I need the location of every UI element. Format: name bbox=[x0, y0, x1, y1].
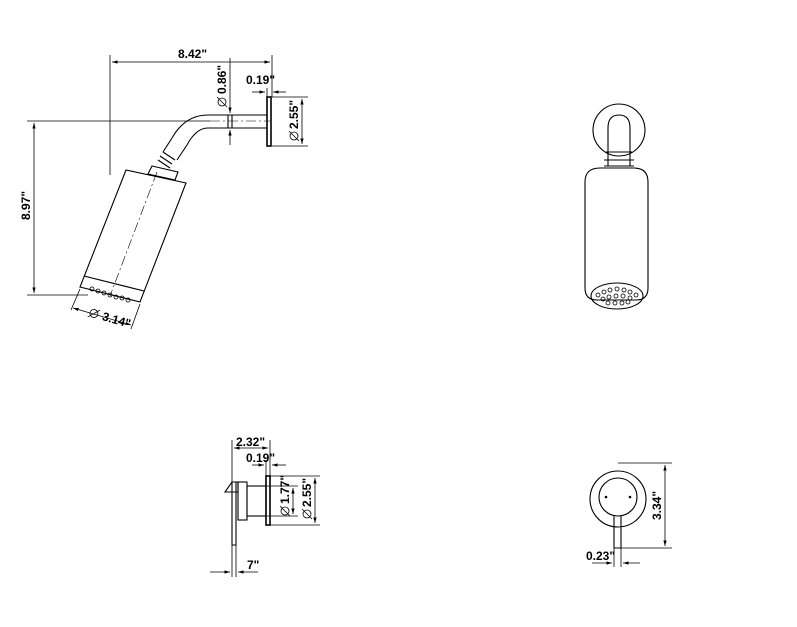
valve-plate-thickness-label: 0.19" bbox=[246, 451, 275, 465]
valve-wall-plate bbox=[265, 475, 271, 526]
front-arm bbox=[607, 114, 631, 166]
flange-thickness-label: 0.19" bbox=[246, 73, 275, 87]
front-spray-face bbox=[590, 282, 644, 310]
head-diameter-label: 3.14" bbox=[101, 309, 133, 330]
valve-side-view: 2.32" 0.19" 1.77" 2.55" bbox=[210, 435, 320, 577]
diameter-icon bbox=[301, 508, 313, 520]
valve-handle-width-label: 0.23" bbox=[586, 549, 615, 563]
valve-body bbox=[246, 485, 267, 517]
front-head-body bbox=[584, 167, 649, 301]
shower-head-body bbox=[79, 169, 187, 303]
head-collar bbox=[147, 165, 179, 181]
shower-front-view bbox=[584, 103, 649, 310]
shower-side-view: 8.42" 0.86" 0.19" 2.55" bbox=[19, 47, 308, 331]
diameter-icon bbox=[87, 309, 101, 318]
diameter-icon bbox=[216, 96, 228, 108]
arm-nut bbox=[157, 151, 176, 169]
valve-height-label: 3.34" bbox=[650, 491, 664, 520]
diameter-icon bbox=[288, 130, 300, 142]
valve-front-plate bbox=[589, 470, 647, 528]
valve-front-trim bbox=[598, 477, 638, 517]
arm-length-label: 8.42" bbox=[178, 47, 207, 61]
valve-front-view: 3.34" 0.23" bbox=[586, 462, 672, 567]
flange-diameter-label: 2.55" bbox=[287, 100, 301, 129]
diameter-icon bbox=[279, 505, 291, 517]
spray-nozzles bbox=[89, 286, 131, 303]
valve-handle-offset-label: 7" bbox=[247, 558, 259, 572]
front-spray-nozzles bbox=[595, 286, 639, 306]
valve-plate-diameter-label: 2.55" bbox=[300, 478, 314, 507]
overall-height-label: 8.97" bbox=[19, 191, 33, 220]
valve-body-diameter-label: 1.77" bbox=[278, 475, 292, 504]
front-wall-flange bbox=[592, 103, 646, 157]
shower-arm bbox=[171, 114, 267, 146]
arm-diameter-label: 0.86" bbox=[215, 65, 229, 94]
valve-trim bbox=[237, 481, 248, 521]
valve-front-handle bbox=[613, 516, 622, 549]
valve-depth-label: 2.32" bbox=[236, 435, 265, 449]
wall-flange bbox=[266, 96, 272, 147]
